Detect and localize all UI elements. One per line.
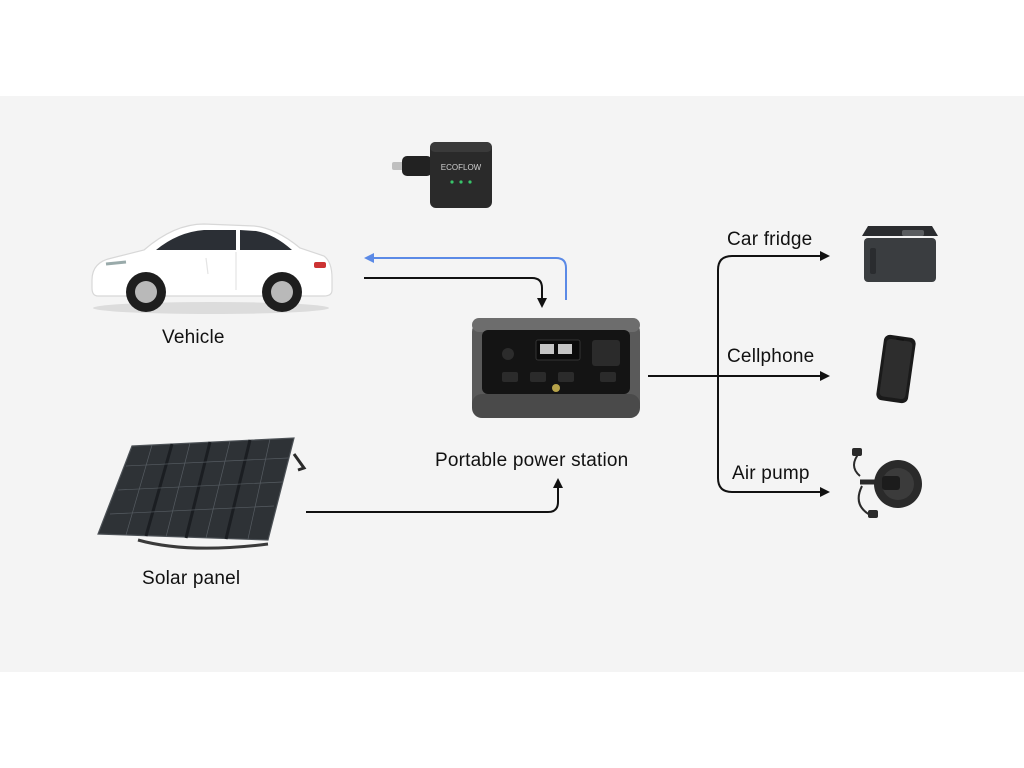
car-fridge-label: Car fridge <box>727 229 813 250</box>
cellphone-icon <box>874 334 918 404</box>
air-pump-label: Air pump <box>732 463 810 484</box>
car-fridge-icon <box>862 222 938 284</box>
vehicle-label: Vehicle <box>162 327 225 348</box>
solar-panel-label: Solar panel <box>142 568 241 589</box>
solar-panel-icon <box>97 436 307 552</box>
power-station-label: Portable power station <box>435 450 629 471</box>
car-icon <box>86 218 336 318</box>
cellphone-label: Cellphone <box>727 346 815 367</box>
power-station-icon <box>472 314 640 418</box>
brand-text: ECOFLOW <box>441 163 482 172</box>
air-pump-icon <box>846 446 926 522</box>
car-charger-icon: ECOFLOW <box>392 140 496 210</box>
